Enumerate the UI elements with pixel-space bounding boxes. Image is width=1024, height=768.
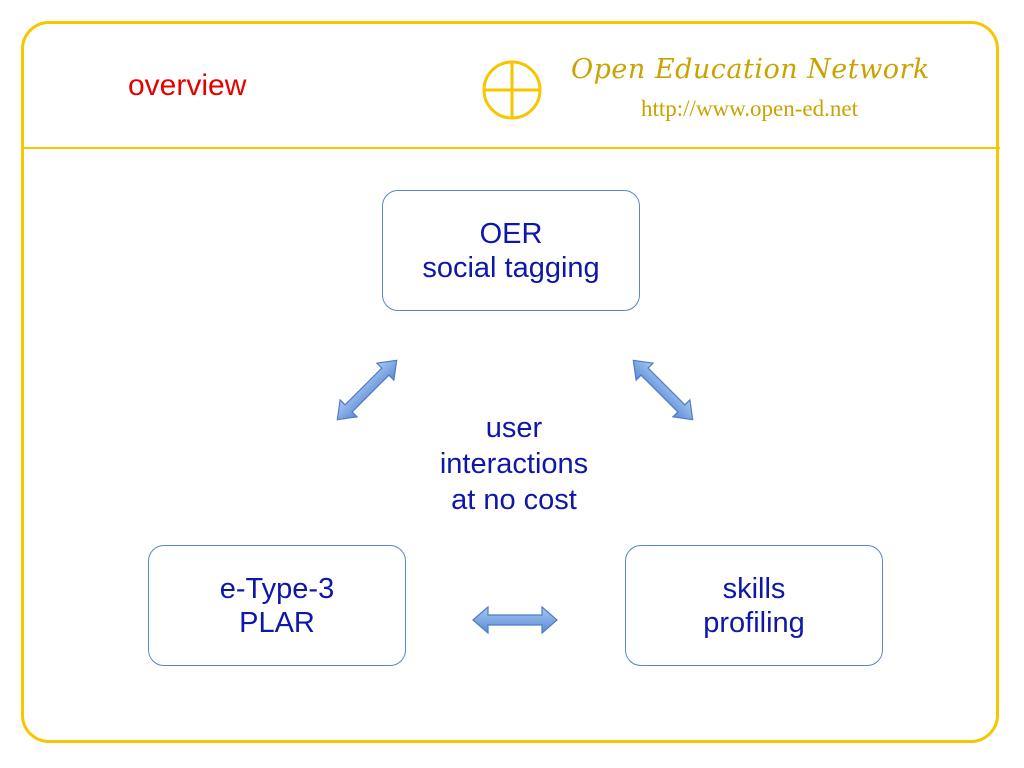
center-label: user interactions at no cost: [404, 410, 624, 518]
center-line1: user: [485, 412, 543, 444]
circle-cross-logo-icon: [482, 60, 542, 120]
brand-url: http://www.open-ed.net: [641, 96, 858, 121]
center-line2: interactions: [439, 448, 589, 480]
node-oer-social-tagging: OER social tagging: [382, 190, 640, 311]
node-left-line1: e-Type-3: [219, 572, 335, 605]
node-left-line2: PLAR: [239, 606, 315, 639]
node-top-line1: OER: [479, 217, 543, 250]
header-divider: [22, 147, 1000, 149]
node-skills-profiling: skills profiling: [625, 545, 883, 666]
brand-name: Open Education Network: [571, 54, 930, 85]
node-etype3-plar: e-Type-3 PLAR: [148, 545, 406, 666]
center-line3: at no cost: [451, 484, 577, 516]
node-right-line2: profiling: [703, 606, 805, 639]
node-top-line2: social tagging: [422, 251, 600, 284]
node-right-line1: skills: [722, 572, 786, 605]
slide-title: overview: [128, 69, 247, 102]
